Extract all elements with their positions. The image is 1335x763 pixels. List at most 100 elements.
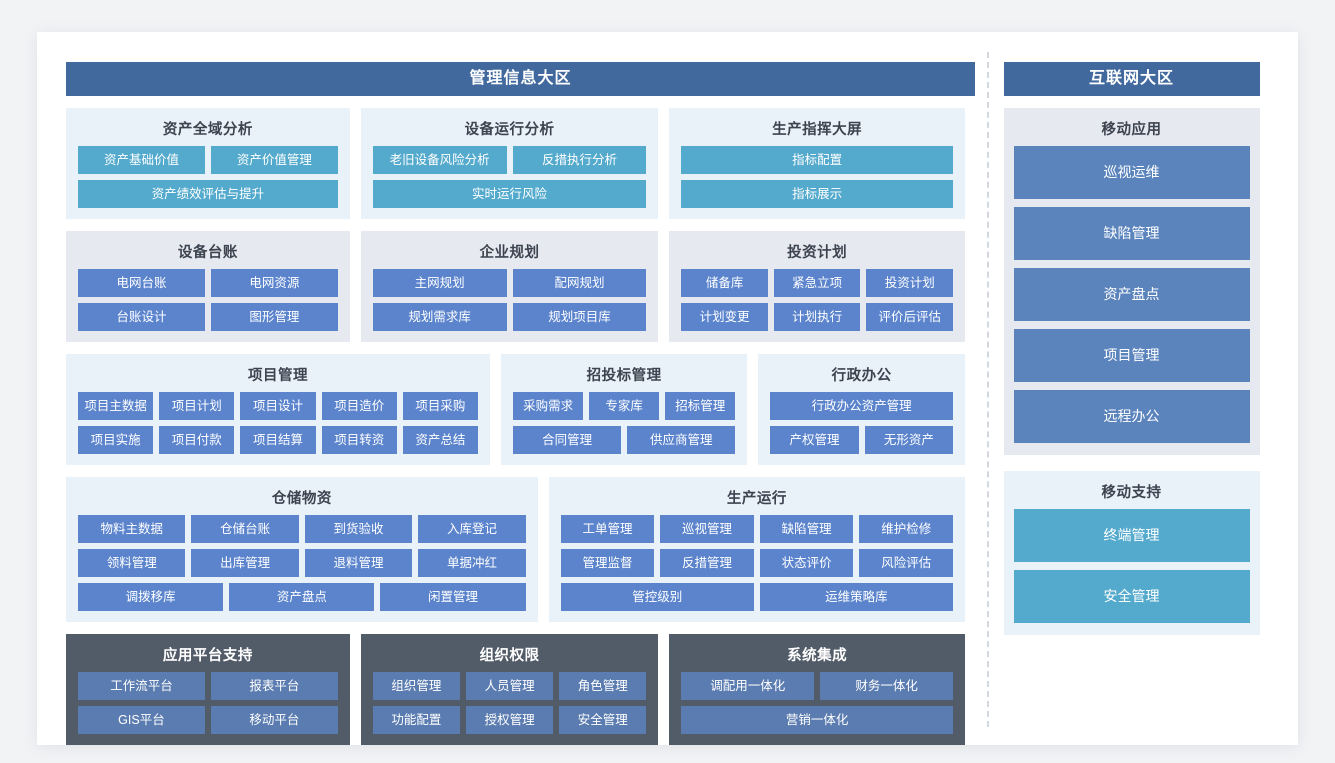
module-button[interactable]: 资产价值管理 — [210, 146, 338, 174]
button-row: 储备库紧急立项投资计划 — [681, 269, 953, 297]
module-button[interactable]: 财务一体化 — [820, 672, 953, 700]
module-button[interactable]: 巡视管理 — [660, 515, 754, 543]
module-button[interactable]: 规划项目库 — [512, 303, 647, 331]
module-button[interactable]: 储备库 — [681, 269, 768, 297]
module-button[interactable]: 状态评价 — [759, 549, 854, 577]
module-button[interactable]: 工作流平台 — [78, 672, 205, 700]
module-button[interactable]: 评价后评估 — [866, 303, 953, 331]
module-button[interactable]: 项目设计 — [240, 392, 316, 420]
module-button[interactable]: 招标管理 — [665, 392, 736, 420]
module-button[interactable]: 入库登记 — [418, 515, 526, 543]
module-button[interactable]: 远程办公 — [1013, 390, 1250, 443]
module-button[interactable]: 单据冲红 — [418, 549, 526, 577]
module-button[interactable]: 配网规划 — [512, 269, 647, 297]
module-button[interactable]: 计划变更 — [681, 303, 768, 331]
card-title: 投资计划 — [787, 245, 848, 261]
module-button[interactable]: 管理监督 — [560, 549, 655, 577]
module-button[interactable]: 安全管理 — [1013, 570, 1250, 623]
module-button[interactable]: 主网规划 — [372, 269, 507, 297]
module-button[interactable]: 项目实施 — [78, 426, 154, 454]
button-row: 领料管理出库管理退料管理单据冲红 — [78, 549, 526, 577]
button-row: 资产绩效评估与提升 — [78, 180, 338, 208]
module-button[interactable]: 图形管理 — [210, 303, 338, 331]
module-button[interactable]: 规划需求库 — [372, 303, 507, 331]
module-button[interactable]: 行政办公资产管理 — [770, 392, 953, 420]
module-button[interactable]: 调拨移库 — [78, 583, 224, 611]
module-button[interactable]: 项目主数据 — [78, 392, 154, 420]
module-button[interactable]: 资产基础价值 — [78, 146, 205, 174]
module-button[interactable]: 工单管理 — [560, 515, 655, 543]
module-button[interactable]: 终端管理 — [1013, 509, 1250, 562]
module-button[interactable]: 供应商管理 — [627, 426, 736, 454]
module-button[interactable]: 资产总结 — [402, 426, 479, 454]
button-row: 行政办公资产管理 — [770, 392, 953, 420]
region-divider — [987, 52, 989, 727]
button-row: 实时运行风险 — [372, 180, 647, 208]
card-row: 资产全域分析资产基础价值资产价值管理资产绩效评估与提升设备运行分析老旧设备风险分… — [66, 108, 965, 219]
card-title: 移动支持 — [1101, 485, 1162, 501]
module-card: 移动支持终端管理安全管理 — [1003, 471, 1260, 635]
module-button[interactable]: 项目管理 — [1013, 329, 1250, 382]
module-button[interactable]: 项目计划 — [159, 392, 235, 420]
module-card: 项目管理项目主数据项目计划项目设计项目造价项目采购项目实施项目付款项目结算项目转… — [66, 354, 491, 465]
card-title: 仓储物资 — [271, 491, 332, 507]
module-button[interactable]: 报表平台 — [210, 672, 338, 700]
module-button[interactable]: 人员管理 — [465, 672, 554, 700]
button-row: 调拨移库资产盘点闲置管理 — [78, 583, 526, 611]
module-button[interactable]: 采购需求 — [513, 392, 584, 420]
module-button[interactable]: 反措执行分析 — [512, 146, 647, 174]
region-management-info: 管理信息大区 资产全域分析资产基础价值资产价值管理资产绩效评估与提升设备运行分析… — [37, 32, 975, 745]
module-button[interactable]: 项目结算 — [240, 426, 316, 454]
module-button[interactable]: 组织管理 — [372, 672, 460, 700]
module-button[interactable]: 风险评估 — [859, 549, 953, 577]
module-button[interactable]: 退料管理 — [304, 549, 413, 577]
module-card: 生产指挥大屏指标配置指标展示 — [669, 108, 965, 219]
module-button[interactable]: 到货验收 — [304, 515, 413, 543]
module-button[interactable]: 项目付款 — [159, 426, 235, 454]
module-button[interactable]: 物料主数据 — [78, 515, 186, 543]
module-button[interactable]: 缺陷管理 — [1013, 207, 1250, 260]
module-button[interactable]: 功能配置 — [372, 706, 460, 734]
module-button[interactable]: GIS平台 — [78, 706, 205, 734]
module-button[interactable]: 调配用一体化 — [681, 672, 815, 700]
module-button[interactable]: 仓储台账 — [191, 515, 299, 543]
module-button[interactable]: 出库管理 — [191, 549, 299, 577]
module-button[interactable]: 计划执行 — [773, 303, 861, 331]
module-button[interactable]: 移动平台 — [210, 706, 338, 734]
module-button[interactable]: 缺陷管理 — [759, 515, 854, 543]
module-button[interactable]: 资产绩效评估与提升 — [78, 180, 338, 208]
left-region-rows: 资产全域分析资产基础价值资产价值管理资产绩效评估与提升设备运行分析老旧设备风险分… — [66, 96, 965, 745]
module-button[interactable]: 闲置管理 — [380, 583, 526, 611]
module-button[interactable]: 指标配置 — [681, 146, 953, 174]
module-button[interactable]: 项目转资 — [321, 426, 397, 454]
module-button[interactable]: 台账设计 — [78, 303, 205, 331]
module-button[interactable]: 维护检修 — [859, 515, 953, 543]
button-row: 老旧设备风险分析反措执行分析 — [372, 146, 647, 174]
module-button[interactable]: 授权管理 — [465, 706, 554, 734]
module-button[interactable]: 专家库 — [589, 392, 660, 420]
module-button[interactable]: 老旧设备风险分析 — [372, 146, 507, 174]
module-button[interactable]: 管控级别 — [560, 583, 754, 611]
module-button[interactable]: 安全管理 — [559, 706, 647, 734]
module-button[interactable]: 项目造价 — [321, 392, 397, 420]
module-button[interactable]: 资产盘点 — [229, 583, 375, 611]
module-button[interactable]: 电网台账 — [78, 269, 205, 297]
module-button[interactable]: 资产盘点 — [1013, 268, 1250, 321]
module-button[interactable]: 指标展示 — [681, 180, 953, 208]
module-button[interactable]: 无形资产 — [864, 426, 954, 454]
module-button[interactable]: 实时运行风险 — [372, 180, 647, 208]
module-button[interactable]: 领料管理 — [78, 549, 186, 577]
module-button[interactable]: 电网资源 — [210, 269, 338, 297]
module-button[interactable]: 投资计划 — [866, 269, 953, 297]
module-button[interactable]: 合同管理 — [513, 426, 622, 454]
module-button[interactable]: 反措管理 — [660, 549, 754, 577]
module-button[interactable]: 营销一体化 — [681, 706, 953, 734]
module-button[interactable]: 产权管理 — [770, 426, 859, 454]
module-button[interactable]: 项目采购 — [402, 392, 479, 420]
module-button[interactable]: 紧急立项 — [773, 269, 861, 297]
module-button[interactable]: 运维策略库 — [759, 583, 954, 611]
module-card: 移动应用巡视运维缺陷管理资产盘点项目管理远程办公 — [1003, 108, 1260, 455]
module-card: 系统集成调配用一体化财务一体化营销一体化 — [669, 634, 965, 745]
module-button[interactable]: 角色管理 — [559, 672, 647, 700]
module-button[interactable]: 巡视运维 — [1013, 146, 1250, 199]
